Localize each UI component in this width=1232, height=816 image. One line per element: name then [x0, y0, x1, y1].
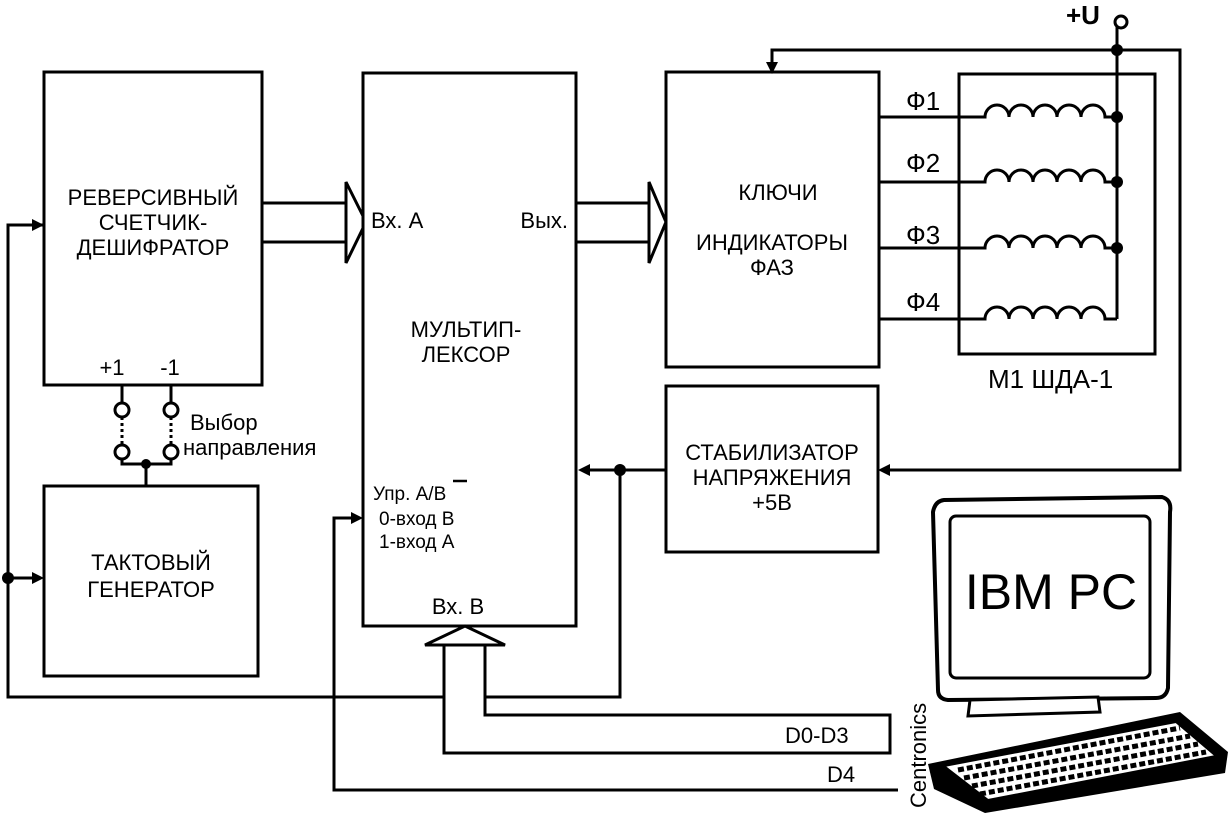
counter-decoder-block: РЕВЕРСИВНЫЙ СЧЕТЧИК- ДЕШИФРАТОР +1 -1: [42, 70, 264, 387]
keys-indicators-block: КЛЮЧИ ИНДИКАТОРЫ ФАЗ: [664, 70, 881, 369]
supply-terminal: +U: [766, 0, 1182, 476]
direction-switch: Выбор направления: [113, 385, 316, 486]
stabilizer-output-line: [485, 464, 666, 699]
stabilizer-label-3: +5В: [752, 490, 792, 515]
clock-label-1: ТАКТОВЫЙ: [91, 550, 211, 575]
phase-label-4: Ф4: [906, 287, 940, 317]
direction-label-2: направления: [183, 435, 316, 460]
supply-label: +U: [1066, 0, 1100, 30]
phase-windings: Ф1 Ф2 Ф3 Ф4: [879, 22, 1123, 321]
phase-label-3: Ф3: [906, 220, 940, 250]
mux-control-label: Упр. А/B: [373, 484, 446, 505]
multiplexer-block: Вх. А Вых. МУЛЬТИП- ЛЕКСОР Упр. А/B 0-вх…: [361, 71, 578, 628]
supply-terminal-icon: [1113, 14, 1129, 30]
keys-label-3: ФАЗ: [750, 255, 794, 280]
clock-generator-block: ТАКТОВЫЙ ГЕНЕРАТОР: [42, 484, 260, 678]
mux-control-line-1: 0-вход В: [379, 509, 454, 530]
counter-label-1: РЕВЕРСИВНЫЙ: [68, 185, 239, 210]
counter-minus1-label: -1: [160, 355, 180, 380]
counter-plus1-label: +1: [99, 355, 124, 380]
mux-input-a-label: Вх. А: [371, 208, 424, 233]
switch-terminal-icon: [113, 401, 131, 419]
direction-label-1: Выбор: [190, 410, 258, 435]
keys-label-2: ИНДИКАТОРЫ: [696, 230, 848, 255]
counter-to-mux-bus-arrow: [262, 181, 368, 264]
switch-terminal-icon: [162, 401, 180, 419]
switch-terminal-icon: [113, 443, 131, 461]
bus-d0-d3-label: D0-D3: [785, 723, 849, 748]
d4-control-line: D4: [332, 512, 898, 792]
stabilizer-label-2: НАПРЯЖЕНИЯ: [693, 465, 852, 490]
left-feedback-line: [2, 219, 444, 699]
computer-label: IBM PC: [965, 564, 1137, 620]
centronics-label: Centronics: [906, 703, 931, 808]
stabilizer-label-1: СТАБИЛИЗАТОР: [685, 440, 859, 465]
counter-label-2: СЧЕТЧИК-: [99, 210, 208, 235]
mux-input-b-label: Вх. В: [432, 594, 484, 619]
mux-control-bar: B: [434, 484, 447, 505]
voltage-stabilizer-block: СТАБИЛИЗАТОР НАПРЯЖЕНИЯ +5В: [664, 384, 880, 554]
mux-control-line-2: 1-вход А: [379, 532, 455, 553]
keys-label-1: КЛЮЧИ: [738, 180, 817, 205]
mux-control-prefix: Упр. А/: [373, 484, 434, 505]
switch-terminal-icon: [162, 443, 180, 461]
bus-d4-label: D4: [827, 762, 855, 787]
mux-label-2: ЛЕКСОР: [422, 342, 511, 367]
clock-label-2: ГЕНЕРАТОР: [87, 577, 215, 602]
phase-label-2: Ф2: [906, 148, 940, 178]
mux-label-1: МУЛЬТИП-: [411, 317, 522, 342]
counter-label-3: ДЕШИФРАТОР: [77, 235, 230, 260]
motor-block: М1 ШДА-1: [957, 72, 1157, 394]
d0-d3-bus-arrow: D0-D3: [424, 624, 892, 755]
mux-to-keys-bus-arrow: [576, 181, 668, 264]
ibm-pc-computer-icon: IBM PC: [928, 494, 1228, 813]
phase-label-1: Ф1: [906, 86, 940, 116]
motor-label: М1 ШДА-1: [988, 364, 1113, 394]
mux-output-label: Вых.: [520, 208, 568, 233]
